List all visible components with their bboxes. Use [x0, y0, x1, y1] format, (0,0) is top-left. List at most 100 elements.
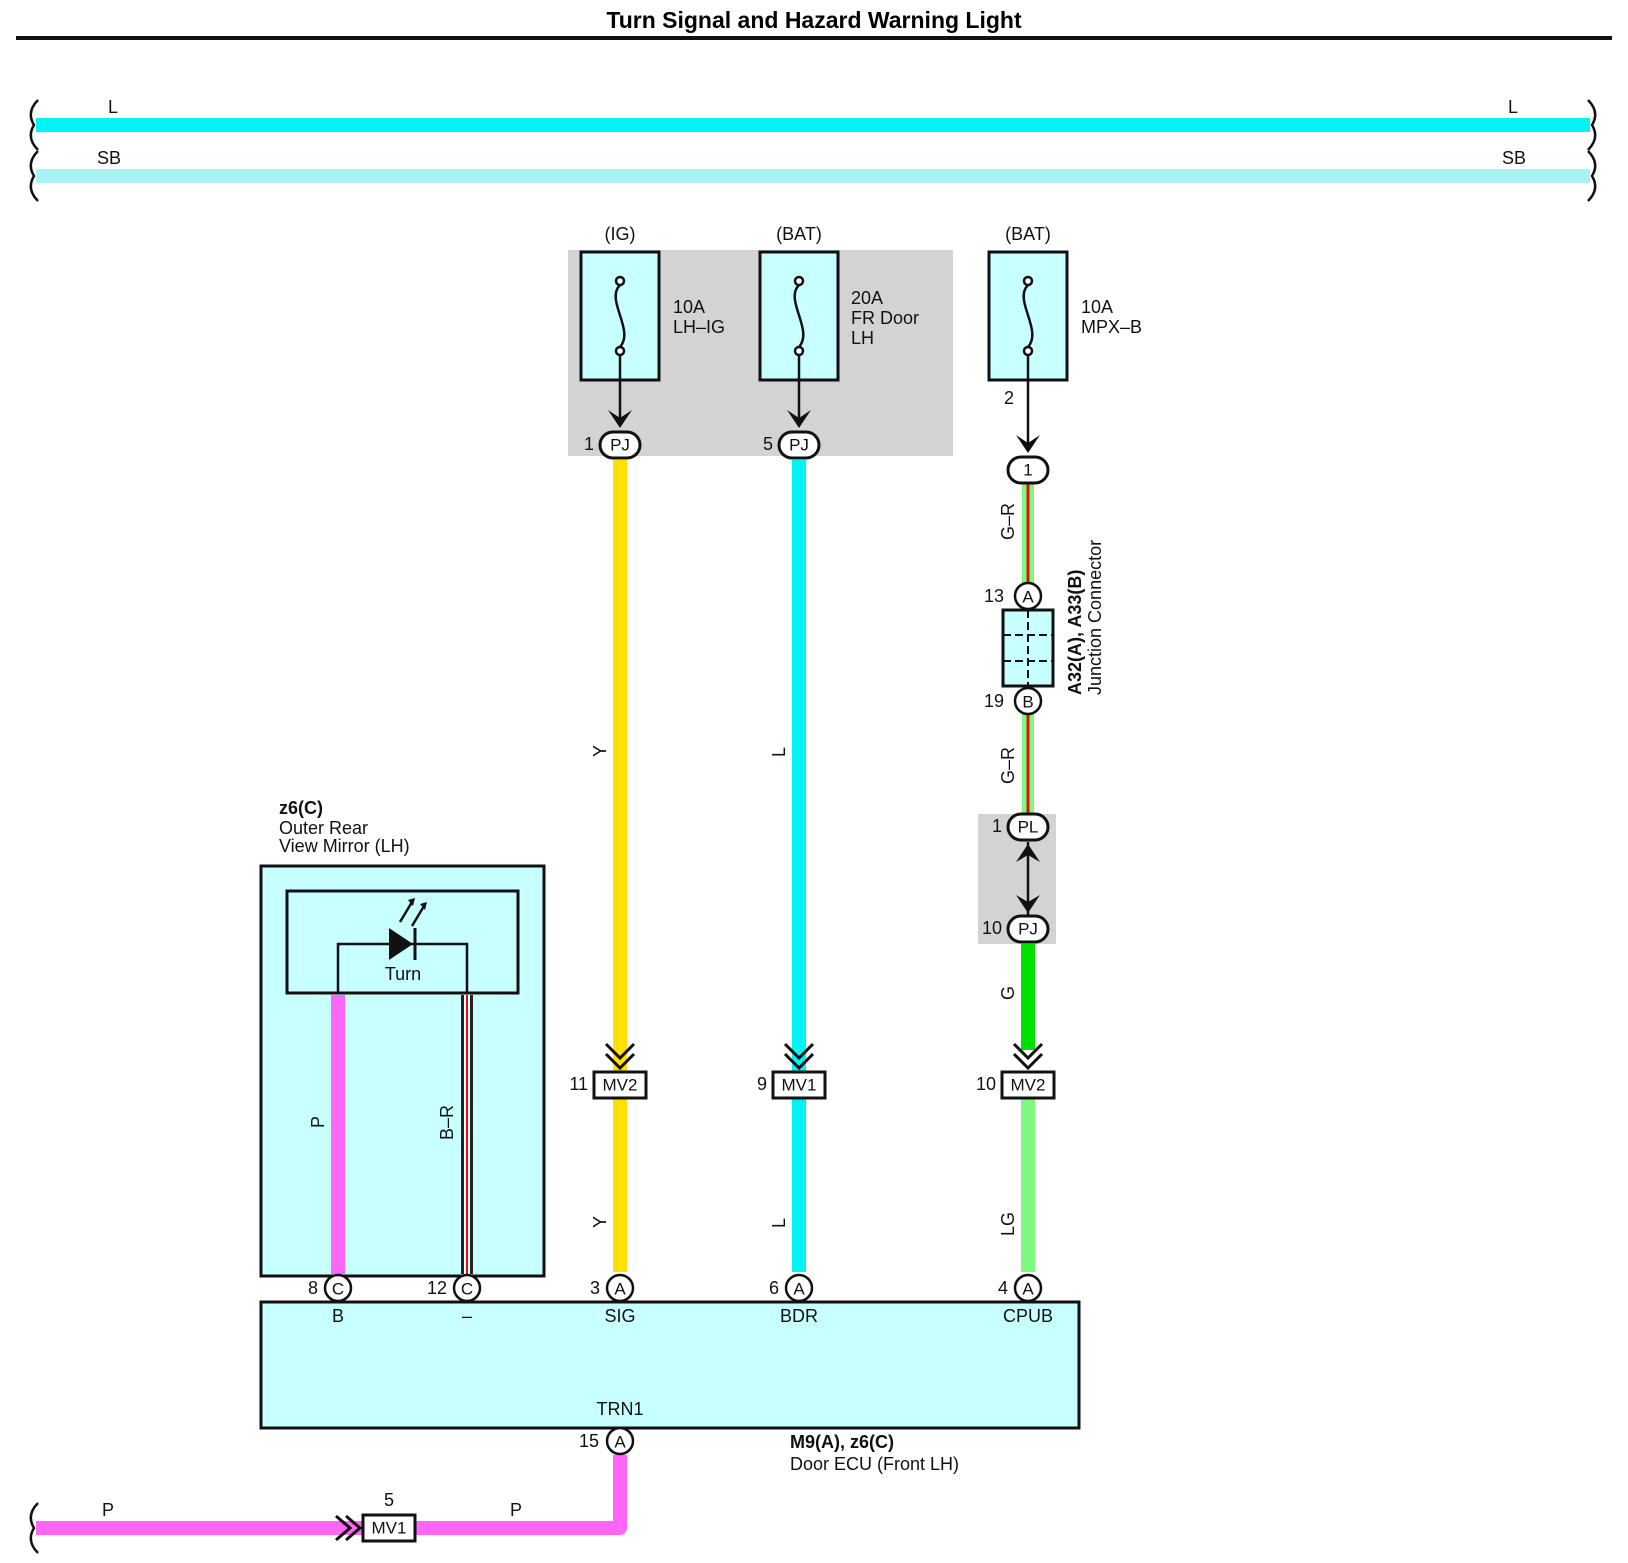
- ecu-body: [259, 1300, 1081, 1430]
- ecu-terminal-trn1: TRN1: [596, 1399, 643, 1419]
- pin-conn: C: [332, 1280, 344, 1299]
- junction-pin-19: 19: [984, 691, 1004, 711]
- fuse-lh-ig-source: (IG): [605, 224, 636, 244]
- fuse-fr-door-lh: (BAT) 20A FR Door LH: [758, 224, 919, 428]
- pin-number: 6: [769, 1278, 779, 1298]
- bus-l: L L: [29, 97, 1597, 151]
- connector-pj-1: 1 PJ: [584, 430, 642, 460]
- ecu-pin-8: 8 C: [308, 1273, 353, 1303]
- connector-label: PL: [1018, 818, 1039, 837]
- ecu-terminal-bdr: BDR: [780, 1306, 818, 1326]
- connector-pin-number: 1: [584, 434, 594, 454]
- fuse-mpx-b-name: MPX–B: [1081, 317, 1142, 337]
- wire-p-bottom: [36, 1455, 627, 1535]
- mirror-name-line2: View Mirror (LH): [279, 836, 410, 856]
- ecu-pin-4: 4 A: [998, 1273, 1043, 1303]
- wire-label-lg: LG: [998, 1212, 1018, 1236]
- light-ray-icon: [398, 901, 414, 923]
- connector-label: MV1: [782, 1076, 817, 1095]
- wire-label-y-lower: Y: [590, 1216, 610, 1228]
- pin-number: 15: [579, 1431, 599, 1451]
- fuse-mpx-b-source: (BAT): [1005, 224, 1051, 244]
- connector-pin-number: 5: [763, 434, 773, 454]
- pin-conn: A: [1022, 1280, 1034, 1299]
- pin-conn: A: [614, 1280, 626, 1299]
- bus-sb-label-left: SB: [97, 148, 121, 168]
- connector-label: PJ: [1018, 920, 1038, 939]
- connector-mv1-9: 9 MV1: [757, 1070, 827, 1100]
- connector-pin-number: 10: [976, 1074, 996, 1094]
- arrow-up-icon: [1016, 844, 1040, 862]
- connector-pin-number: 10: [982, 918, 1002, 938]
- arrow-down-icon: [1016, 435, 1040, 453]
- arrow-down-icon: [787, 410, 811, 428]
- wire-label-l-lower: L: [769, 1218, 789, 1228]
- fuse-lh-ig-name: LH–IG: [673, 317, 725, 337]
- ecu-pin-12: 12 C: [427, 1273, 482, 1303]
- arrow-down-icon: [1016, 895, 1040, 913]
- ecu-pin-3: 3 A: [590, 1273, 635, 1303]
- ecu-code: M9(A), z6(C): [790, 1432, 894, 1452]
- junction-code: A32(A), A33(B): [1065, 570, 1085, 695]
- wire-label-p-right: P: [510, 1500, 522, 1520]
- ecu-terminal-b: B: [332, 1306, 344, 1326]
- connector-1: 1: [1006, 455, 1050, 485]
- chevron-icon: [335, 1514, 363, 1542]
- door-ecu-front-lh: B – SIG BDR CPUB TRN1 M9(A), z6(C) Door …: [259, 1300, 1081, 1474]
- connector-label: MV1: [372, 1519, 407, 1538]
- break-mark-right: [1587, 150, 1597, 202]
- wire-label-g-r-lower: G–R: [998, 747, 1018, 784]
- outer-rear-view-mirror: z6(C) Outer Rear View Mirror (LH) Turn P…: [259, 798, 546, 1278]
- bus-sb: SB SB: [29, 148, 1597, 202]
- junction-connector: 13 A 19 B A32(A), A33(B) Junction Connec…: [984, 540, 1105, 716]
- fuse-mpx-b-pin: 2: [1004, 388, 1014, 408]
- connector-label: PJ: [789, 436, 809, 455]
- arrow-down-icon: [608, 410, 632, 428]
- light-ray-icon: [410, 905, 426, 927]
- junction-conn-a: A: [1022, 588, 1034, 607]
- fuse-icon: [614, 284, 626, 348]
- fuse-fr-door-name1: FR Door: [851, 308, 919, 328]
- break-mark-left: [29, 99, 39, 151]
- ecu-terminal-sig: SIG: [604, 1306, 635, 1326]
- connector-pin-number: 11: [569, 1074, 588, 1094]
- mirror-name-line1: Outer Rear: [279, 818, 368, 838]
- bus-sb-label-right: SB: [1502, 148, 1526, 168]
- ecu-terminal-cpub: CPUB: [1003, 1306, 1053, 1326]
- wire-label-p: P: [308, 1116, 328, 1128]
- connector-pj-10: 10 PJ: [982, 914, 1050, 944]
- connector-pin-number: 5: [384, 1490, 394, 1510]
- fuse-fr-door-rating: 20A: [851, 288, 883, 308]
- fuse-icon: [1022, 284, 1034, 348]
- pin-number: 3: [590, 1278, 600, 1298]
- turn-lamp-label: Turn: [385, 964, 421, 984]
- mirror-code: z6(C): [279, 798, 323, 818]
- connector-label: MV2: [603, 1076, 638, 1095]
- pin-conn: A: [793, 1280, 805, 1299]
- bus-l-label-right: L: [1508, 97, 1518, 117]
- fuse-icon: [793, 284, 805, 348]
- fuse-lh-ig: (IG) 10A LH–IG: [579, 224, 725, 428]
- pin-number: 4: [998, 1278, 1008, 1298]
- pin-number: 12: [427, 1278, 447, 1298]
- fuse-lh-ig-rating: 10A: [673, 297, 705, 317]
- ecu-name: Door ECU (Front LH): [790, 1454, 959, 1474]
- connector-label: MV2: [1011, 1076, 1046, 1095]
- junction-conn-b: B: [1022, 693, 1033, 712]
- connector-label: 1: [1023, 461, 1032, 480]
- led-icon: [389, 928, 413, 960]
- connector-pin-number: 9: [757, 1074, 767, 1094]
- bus-l-label-left: L: [108, 97, 118, 117]
- pin-conn: C: [461, 1280, 473, 1299]
- pin-number: 8: [308, 1278, 318, 1298]
- break-mark-left: [29, 150, 39, 202]
- wire-label-p-left: P: [102, 1500, 114, 1520]
- connector-label: PJ: [610, 436, 630, 455]
- junction-name: Junction Connector: [1085, 540, 1105, 695]
- junction-pin-13: 13: [984, 586, 1004, 606]
- wire-label-l-upper: L: [769, 747, 789, 757]
- break-mark-right: [1587, 99, 1597, 151]
- connector-pj-5: 5 PJ: [763, 430, 821, 460]
- ecu-terminal-minus: –: [462, 1306, 472, 1326]
